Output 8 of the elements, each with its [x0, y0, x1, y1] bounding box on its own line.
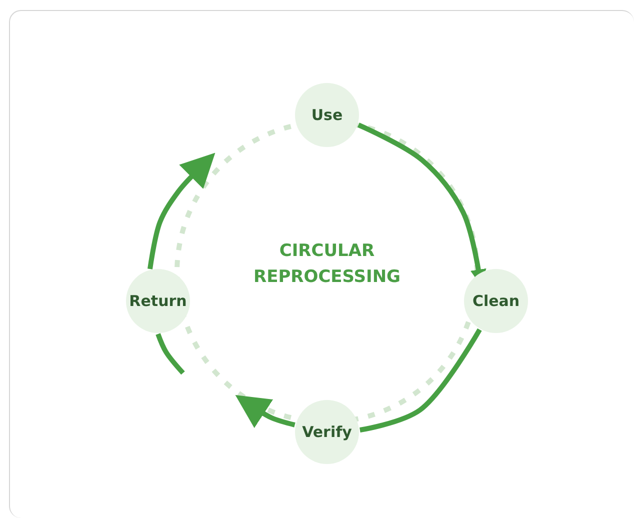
step-label: Return [129, 292, 187, 310]
step-label: Clean [472, 292, 520, 310]
step-label: Verify [302, 423, 352, 441]
step-circle [464, 269, 528, 333]
step-circle [126, 269, 190, 333]
diagram-title: CIRCULAR REPROCESSING [252, 240, 402, 290]
step-label: Use [311, 106, 343, 124]
arrow [148, 152, 216, 270]
